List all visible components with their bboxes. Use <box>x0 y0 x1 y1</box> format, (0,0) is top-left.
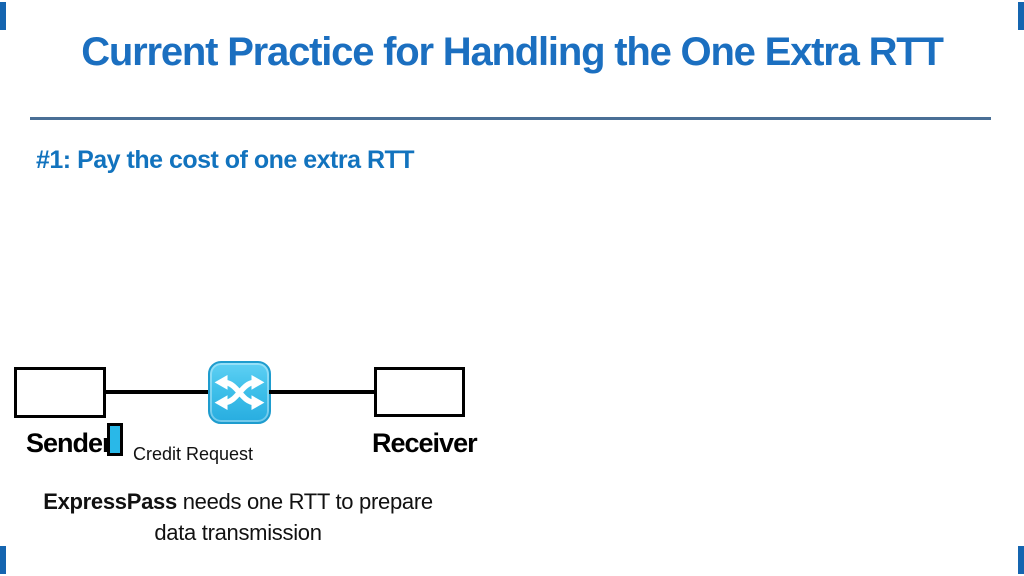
receiver-label: Receiver <box>372 428 478 458</box>
expresspass-note-line2: data transmission <box>154 520 322 545</box>
accent-bar-bottom-right <box>1018 546 1024 574</box>
sender-node-box <box>14 367 106 418</box>
section-heading: #1: Pay the cost of one extra RTT <box>36 146 415 174</box>
accent-bar-top-right <box>1018 2 1024 30</box>
link-switch-to-receiver <box>269 390 376 394</box>
switch-crossed-arrows-icon <box>214 374 265 411</box>
sender-label: Sender <box>26 428 113 458</box>
expresspass-note-bold: ExpressPass <box>43 489 177 514</box>
expresspass-note-rest: needs one RTT to prepare <box>176 489 433 514</box>
expresspass-note: ExpressPass needs one RTT to prepare dat… <box>28 486 448 548</box>
slide-title: Current Practice for Handling the One Ex… <box>81 30 944 74</box>
accent-bar-bottom-left <box>0 546 6 574</box>
link-sender-to-switch <box>104 390 210 394</box>
network-switch-icon <box>208 361 271 424</box>
receiver-node-box <box>374 367 465 417</box>
credit-packet-icon <box>107 423 123 456</box>
accent-bar-top-left <box>0 2 6 30</box>
credit-request-label: Credit Request <box>133 444 254 464</box>
title-separator-line <box>30 117 991 120</box>
